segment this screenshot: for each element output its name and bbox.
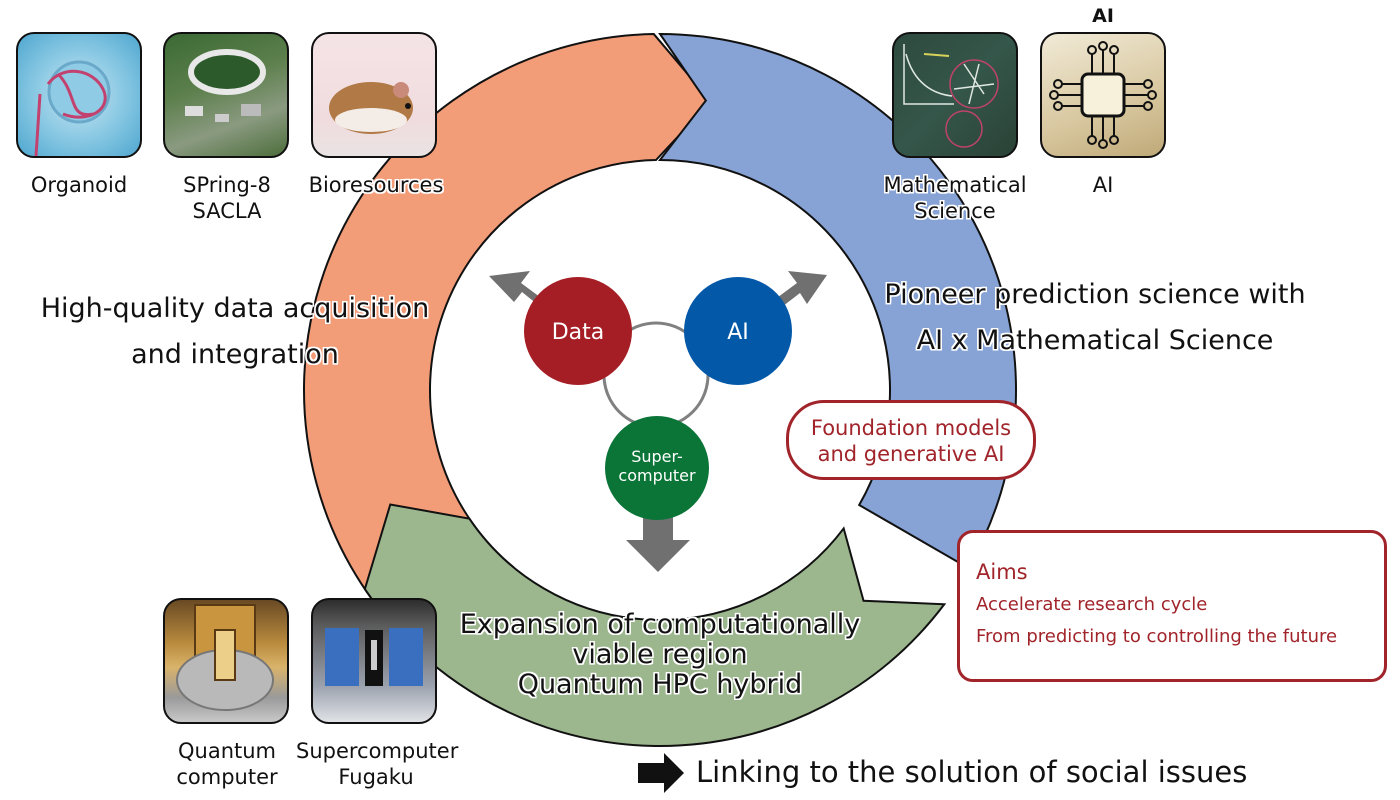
aims-box: Aims Accelerate research cycle From pred… xyxy=(957,530,1387,682)
mouse-image xyxy=(311,32,437,158)
data-outward-arrow-icon xyxy=(489,271,548,313)
data-node xyxy=(524,277,632,385)
aims-item: From predicting to controlling the futur… xyxy=(976,626,1338,647)
ai-node-label: AI xyxy=(727,320,749,345)
quantum-computer-label-line: Quantum xyxy=(177,739,277,763)
quantum-computer-image xyxy=(163,598,289,724)
organoid-image xyxy=(16,32,142,158)
aims-title: Aims xyxy=(976,560,1028,584)
foundation-models-text-line: and generative AI xyxy=(817,442,1005,466)
data-acquisition-text-line: High-quality data acquisition xyxy=(40,293,430,324)
synchrotron-facility-image xyxy=(163,32,289,158)
footer-arrow-icon xyxy=(638,753,684,793)
data-acquisition-cycle-arrow xyxy=(303,33,713,665)
supercomputer-node-label: Super-computer xyxy=(618,447,696,485)
computation-expansion-text-line: viable region xyxy=(572,639,748,670)
prediction-science-text-line: AI x Mathematical Science xyxy=(916,325,1274,356)
supercomputer-fugaku-label-line: Supercomputer xyxy=(296,739,459,763)
footer-text: Linking to the solution of social issues xyxy=(696,755,1248,789)
supercomputer-racks-image xyxy=(311,598,437,724)
aims-item: Accelerate research cycle xyxy=(976,594,1208,615)
ai-caption-label: AI xyxy=(1092,5,1114,27)
data-node-label: Data xyxy=(552,320,605,345)
prediction-science-text-line: Pioneer prediction science with xyxy=(884,279,1306,310)
supercomputer-fugaku-label-line: Fugaku xyxy=(338,765,414,789)
prediction-science-text: Pioneer prediction science with AI x Math… xyxy=(870,272,1320,364)
supercomputer-node xyxy=(605,416,709,520)
organoid-label: Organoid xyxy=(30,173,128,197)
ai-label: AI xyxy=(1092,173,1114,197)
foundation-models-text-line: Foundation models xyxy=(810,416,1012,440)
quantum-computer-label-line: computer xyxy=(176,765,278,789)
computation-expansion-text-line: Expansion of computationally xyxy=(459,609,861,640)
bioresources-label: Bioresources xyxy=(308,173,444,197)
data-acquisition-text: High-quality data acquisition and integra… xyxy=(20,286,450,378)
mathematical-science-label-line: Science xyxy=(914,199,996,223)
spring8-sacla-label-line: SACLA xyxy=(192,199,262,223)
ai-chip-icon xyxy=(1040,32,1166,158)
computation-expansion-text-line: Quantum HPC hybrid xyxy=(517,669,803,700)
ai-outward-arrow-icon xyxy=(770,271,827,313)
ai-node xyxy=(684,277,792,385)
mathematical-science-label-line: Mathematical xyxy=(883,173,1027,197)
supercomputer-downward-arrow-icon xyxy=(626,515,690,572)
blackboard-math-image xyxy=(892,32,1018,158)
spring8-sacla-label-line: SPring-8 xyxy=(183,173,271,197)
data-acquisition-text-line: and integration xyxy=(131,339,339,370)
